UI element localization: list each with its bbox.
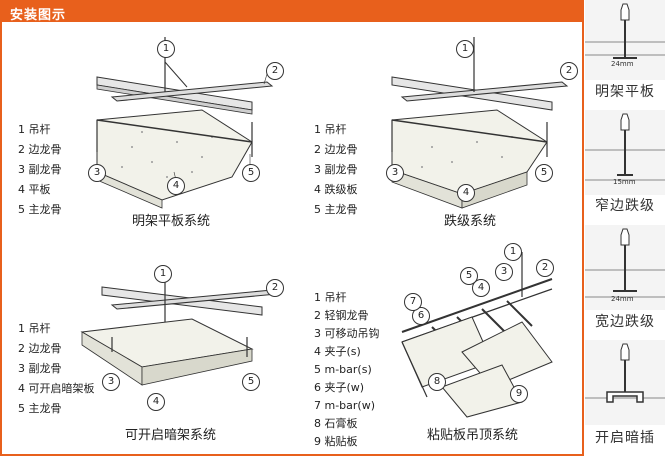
callout-4: 4	[147, 393, 165, 411]
callout-2: 2	[536, 259, 554, 277]
callout-2: 2	[266, 62, 284, 80]
profile-thumb-concealed[interactable]	[585, 340, 665, 425]
legend-exposed-flat: 1 吊杆 2 边龙骨 3 副龙骨 4 平板 5 主龙骨	[18, 120, 62, 220]
profile-dim: 24mm	[611, 60, 634, 68]
legend-item: 2 边龙骨	[18, 143, 62, 156]
legend-item: 4 跌级板	[314, 183, 358, 196]
legend-item: 3 副龙骨	[18, 362, 62, 375]
legend-item: 9 粘贴板	[314, 435, 358, 448]
profile-label[interactable]: 窄边跌级	[585, 196, 665, 216]
tee-profile-icon	[585, 340, 665, 425]
callout-5: 5	[242, 373, 260, 391]
legend-item: 8 石膏板	[314, 417, 358, 430]
panel-step-down: 1 2 3 4 5 1 吊杆 2 边龙骨 3 副龙骨 4 跌级板 5 主龙骨 跌…	[292, 22, 582, 237]
legend-step-down: 1 吊杆 2 边龙骨 3 副龙骨 4 跌级板 5 主龙骨	[314, 120, 358, 220]
tee-profile-icon	[585, 0, 665, 80]
panel-title: 可开启暗架系统	[125, 428, 217, 443]
legend-item: 2 边龙骨	[18, 342, 62, 355]
legend-item: 4 可开启暗架板	[18, 382, 95, 395]
header-title: 安装图示	[10, 8, 67, 23]
tee-profile-icon	[585, 225, 665, 310]
tee-profile-icon	[585, 110, 665, 195]
profile-dim: 24mm	[611, 295, 634, 303]
legend-adhesive-board: 1 吊杆 2 轻钢龙骨 3 可移动吊钩 4 夹子(s) 5 m-bar(s) 6…	[314, 289, 380, 451]
panel-title: 明架平板系统	[132, 214, 211, 229]
legend-item: 2 轻钢龙骨	[314, 309, 369, 322]
callout-1: 1	[154, 265, 172, 283]
panel-adhesive-board: 1 2 3 4 5 6 7 8 9 1 吊杆 2 轻钢龙骨 3 可移动吊钩 4 …	[292, 237, 582, 456]
callout-4: 4	[472, 279, 490, 297]
profile-thumb-exposed-flat[interactable]: 24mm	[585, 0, 665, 80]
profile-label[interactable]: 开启暗插	[585, 428, 665, 448]
callout-2: 2	[560, 62, 578, 80]
legend-item: 2 边龙骨	[314, 143, 358, 156]
callout-1: 1	[456, 40, 474, 58]
legend-item: 7 m-bar(w)	[314, 399, 376, 412]
legend-item: 1 吊杆	[18, 322, 51, 335]
callout-4: 4	[457, 184, 475, 202]
legend-concealed-openable: 1 吊杆 2 边龙骨 3 副龙骨 4 可开启暗架板 5 主龙骨	[18, 319, 95, 419]
profile-label[interactable]: 宽边跌级	[585, 312, 665, 332]
legend-item: 5 主龙骨	[18, 402, 62, 415]
concealed-openable-system-illustration	[80, 267, 279, 386]
legend-item: 5 主龙骨	[18, 203, 62, 216]
legend-item: 4 夹子(s)	[314, 345, 361, 358]
panel-concealed-openable: 1 2 3 4 5 1 吊杆 2 边龙骨 3 副龙骨 4 可开启暗架板 5 主龙…	[2, 237, 292, 456]
callout-1: 1	[504, 243, 522, 261]
legend-item: 1 吊杆	[314, 123, 347, 136]
sidebar-profiles: 24mm 明架平板 15mm 窄边跌级 24mm 宽边跌级	[585, 0, 665, 458]
panel-title: 粘贴板吊顶系统	[427, 428, 519, 443]
step-down-system-illustration	[391, 37, 569, 209]
callout-6: 6	[412, 307, 430, 325]
legend-item: 3 副龙骨	[314, 163, 358, 176]
panel-title: 跌级系统	[444, 214, 497, 229]
profile-thumb-wide-step[interactable]: 24mm	[585, 225, 665, 310]
callout-3: 3	[102, 373, 120, 391]
callout-9: 9	[510, 385, 528, 403]
callout-2: 2	[266, 279, 284, 297]
callout-5: 5	[242, 164, 260, 182]
callout-3: 3	[495, 263, 513, 281]
callout-1: 1	[157, 40, 175, 58]
legend-item: 1 吊杆	[18, 123, 51, 136]
adhesive-board-system-illustration	[401, 252, 553, 418]
legend-item: 1 吊杆	[314, 291, 347, 304]
callout-4: 4	[167, 177, 185, 195]
callout-5: 5	[460, 267, 478, 285]
legend-item: 5 m-bar(s)	[314, 363, 372, 376]
callout-5: 5	[535, 164, 553, 182]
legend-item: 3 副龙骨	[18, 163, 62, 176]
callout-8: 8	[428, 373, 446, 391]
legend-item: 5 主龙骨	[314, 203, 358, 216]
panel-exposed-flat: 1 2 3 4 5 1 吊杆 2 边龙骨 3 副龙骨 4 平板 5 主龙骨 明架…	[2, 22, 292, 237]
installation-diagram-panel: 安装图示	[0, 0, 584, 456]
profile-label[interactable]: 明架平板	[585, 82, 665, 102]
header-bar: 安装图示	[2, 2, 582, 23]
callout-7: 7	[404, 293, 422, 311]
profile-dim: 15mm	[613, 178, 636, 186]
legend-item: 4 平板	[18, 183, 51, 196]
legend-item: 6 夹子(w)	[314, 381, 365, 394]
callout-3: 3	[88, 164, 106, 182]
callout-3: 3	[386, 164, 404, 182]
profile-thumb-narrow-step[interactable]: 15mm	[585, 110, 665, 195]
legend-item: 3 可移动吊钩	[314, 327, 380, 340]
